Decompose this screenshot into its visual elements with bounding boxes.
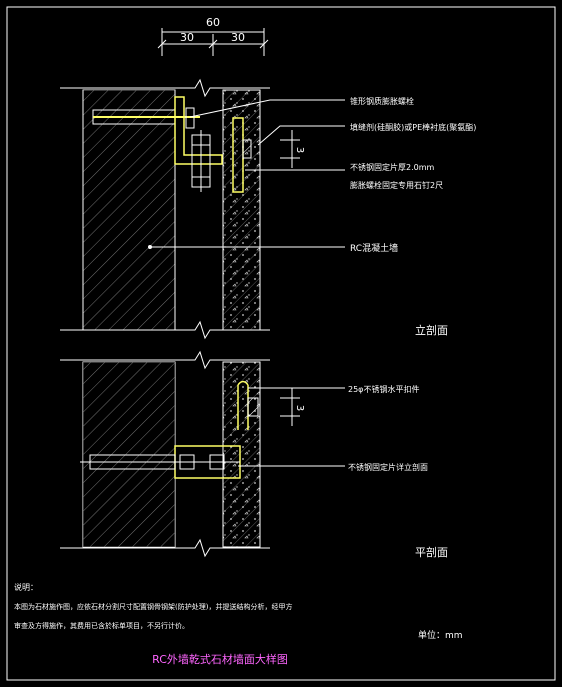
dim-left-label: 30 [180, 31, 194, 44]
unit-label: 单位：mm [418, 629, 463, 641]
notes-line2: 审查及方得施作，其费用已含於标单项目，不另行计价。 [14, 621, 189, 630]
drawing-border [6, 6, 556, 681]
annotation-plate-ref: 不锈钢固定片详立剖面 [348, 462, 428, 472]
annotation-rc-wall: RC混凝土墙 [350, 242, 398, 254]
notes-heading: 说明： [14, 582, 38, 592]
annotation-sealant: 填缝剂(硅酮胶)或PE棒衬底(聚氨酯) [350, 122, 476, 132]
vertical-section [60, 78, 300, 340]
plan-section [60, 350, 300, 558]
annotation-plate: 不锈钢固定片厚2.0mm [350, 162, 435, 172]
section-label-vertical: 立剖面 [415, 323, 448, 337]
drawing-title: RC外墙乾式石材墙面大样图 [152, 652, 288, 666]
leaders-bottom [238, 387, 345, 467]
notes-line1: 本图为石材施作图，应依石材分割尺寸配置钢骨钢架(防护处理)，并提送结构分析，经甲… [14, 602, 292, 611]
section-label-plan: 平剖面 [415, 545, 448, 559]
dim-right-label: 30 [231, 31, 245, 44]
gap-bottom-label: 3 [294, 405, 305, 411]
dim-total-label: 60 [206, 16, 220, 29]
annotation-stone-pin: 膨胀螺栓固定专用石钉2尺 [350, 180, 443, 190]
leaders-top [150, 99, 345, 248]
dimension-top [157, 28, 269, 56]
annotation-anchor-bolt: 锥形钢质膨胀螺栓 [350, 96, 414, 106]
annotation-clip: 25φ不锈钢水平扣件 [348, 384, 419, 394]
gap-top-label: 3 [294, 147, 305, 153]
